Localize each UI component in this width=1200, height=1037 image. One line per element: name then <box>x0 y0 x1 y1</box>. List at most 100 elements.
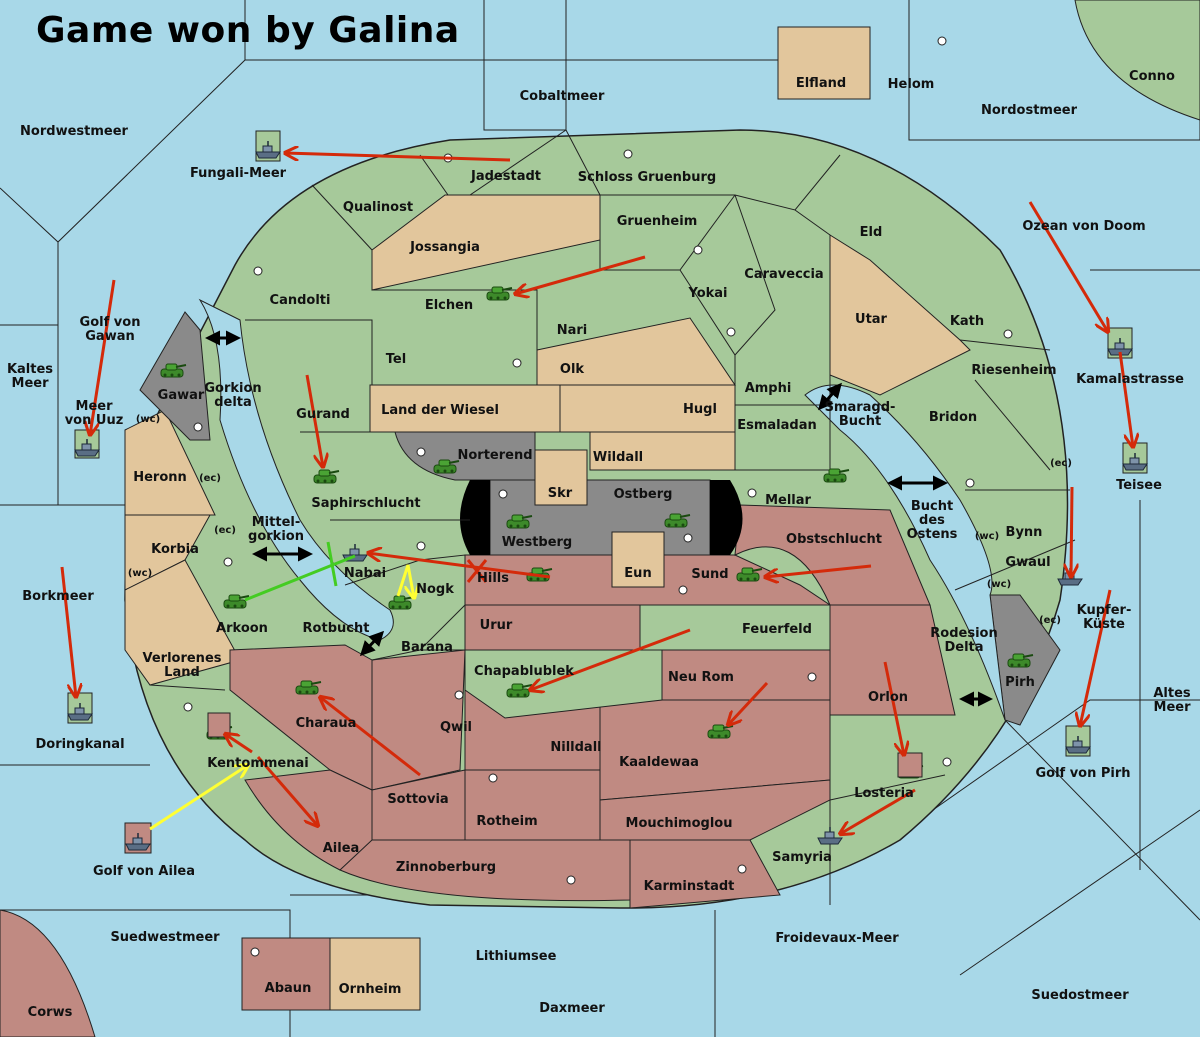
land-corws[interactable]: Corws <box>27 1005 73 1020</box>
land-pirh[interactable]: Pirh <box>1005 675 1035 690</box>
land-gruenheim[interactable]: Gruenheim <box>616 214 698 229</box>
sea-golf-von-ailea[interactable]: Golf von Ailea <box>93 864 195 879</box>
land-arkoon[interactable]: Arkoon <box>216 621 268 636</box>
sea-cobaltmeer[interactable]: Cobaltmeer <box>519 89 605 104</box>
sea-altes-meer[interactable]: Altes Meer <box>1153 686 1191 715</box>
land-chapablublek[interactable]: Chapablublek <box>474 664 574 679</box>
land-hills[interactable]: Hills <box>477 571 509 586</box>
land-eld[interactable]: Eld <box>859 225 883 240</box>
land-candolti[interactable]: Candolti <box>269 293 331 308</box>
land-qwil[interactable]: Qwil <box>440 720 472 735</box>
land-nogk[interactable]: Nogk <box>416 582 454 597</box>
eun-box <box>611 531 665 588</box>
move-orders <box>60 153 1133 834</box>
land-esmaladan[interactable]: Esmaladan <box>737 418 817 433</box>
land-ornheim[interactable]: Ornheim <box>338 982 402 997</box>
skr-box <box>534 449 588 506</box>
sea-kamalastrasse[interactable]: Kamalastrasse <box>1076 372 1184 387</box>
land-mellar[interactable]: Mellar <box>765 493 811 508</box>
sea-nordostmeer[interactable]: Nordostmeer <box>980 103 1078 118</box>
sea-fungali-meer[interactable]: Fungali-Meer <box>189 166 287 181</box>
land-norterend[interactable]: Norterend <box>457 448 533 463</box>
land-wildall[interactable]: Wildall <box>592 450 644 465</box>
land-bridon[interactable]: Bridon <box>928 410 978 425</box>
land-riesenheim[interactable]: Riesenheim <box>971 363 1057 378</box>
land-samyria[interactable]: Samyria <box>772 850 832 865</box>
land-kentommenai[interactable]: Kentommenai <box>207 756 309 771</box>
land-heronn[interactable]: Heronn <box>133 470 187 485</box>
land-jossangia[interactable]: Jossangia <box>410 240 480 255</box>
land-nabai[interactable]: Nabai <box>343 566 387 581</box>
land-karminstadt[interactable]: Karminstadt <box>643 879 735 894</box>
land-nilldall[interactable]: Nilldall <box>550 740 602 755</box>
sea-suedwestmeer[interactable]: Suedwestmeer <box>110 930 220 945</box>
land-abaun[interactable]: Abaun <box>264 981 312 996</box>
land-bynn[interactable]: Bynn <box>1005 525 1043 540</box>
land-barana[interactable]: Barana <box>401 640 453 655</box>
land-sottovia[interactable]: Sottovia <box>387 792 449 807</box>
sea-golf-von-pirh[interactable]: Golf von Pirh <box>1035 766 1131 781</box>
land-jadestadt[interactable]: Jadestadt <box>471 169 541 184</box>
land-zinnoberburg[interactable]: Zinnoberburg <box>395 860 497 875</box>
sea-smaragd-bucht[interactable]: Smaragd- Bucht <box>824 400 896 429</box>
land-kaaldewaa[interactable]: Kaaldewaa <box>619 755 699 770</box>
land-korbia[interactable]: Korbia <box>151 542 199 557</box>
sea-golf-von-gawan[interactable]: Golf von Gawan <box>79 315 141 344</box>
sea-nordwestmeer[interactable]: Nordwestmeer <box>20 124 128 139</box>
land-ostberg[interactable]: Ostberg <box>613 487 673 502</box>
land-land-der-wiesel[interactable]: Land der Wiesel <box>381 403 499 418</box>
cancel-x-2 <box>466 559 488 583</box>
sea-daxmeer[interactable]: Daxmeer <box>539 1001 605 1016</box>
land-mouchimoglou[interactable]: Mouchimoglou <box>625 816 733 831</box>
land-westberg[interactable]: Westberg <box>501 535 573 550</box>
sea-mittelgorkion[interactable]: Mittel- gorkion <box>248 515 304 544</box>
land-losteria[interactable]: Losteria <box>854 786 914 801</box>
land-neu-rom[interactable]: Neu Rom <box>668 670 734 685</box>
land-nari[interactable]: Nari <box>556 323 588 338</box>
sea-meer-von-uuz[interactable]: Meer von Uuz <box>64 399 124 428</box>
land-gwaul[interactable]: Gwaul <box>1005 555 1051 570</box>
sea-froidevaux-meer[interactable]: Froidevaux-Meer <box>775 931 899 946</box>
land-rotheim[interactable]: Rotheim <box>476 814 538 829</box>
land-helom[interactable]: Helom <box>887 77 935 92</box>
land-eun[interactable]: Eun <box>624 566 652 581</box>
sea-teisee[interactable]: Teisee <box>1116 478 1162 493</box>
sea-kupferkueste[interactable]: Kupfer- Küste <box>1076 603 1132 632</box>
sea-suedostmeer[interactable]: Suedostmeer <box>1031 988 1129 1003</box>
land-amphi[interactable]: Amphi <box>744 381 792 396</box>
sea-ozean-von-doom[interactable]: Ozean von Doom <box>1022 219 1146 234</box>
land-qualinost[interactable]: Qualinost <box>342 200 414 215</box>
land-charaua[interactable]: Charaua <box>295 716 357 731</box>
land-skr[interactable]: Skr <box>547 486 573 501</box>
sea-doringkanal[interactable]: Doringkanal <box>35 737 125 752</box>
land-utar[interactable]: Utar <box>855 312 887 327</box>
land-orlon[interactable]: Orlon <box>867 690 909 705</box>
land-saphirschlucht[interactable]: Saphirschlucht <box>311 496 421 511</box>
land-feuerfeld[interactable]: Feuerfeld <box>742 622 812 637</box>
sea-bucht-des-ostens[interactable]: Bucht des Ostens <box>906 499 958 542</box>
land-urur[interactable]: Urur <box>479 618 513 633</box>
land-elfland[interactable]: Elfland <box>795 76 847 91</box>
land-obstschlucht[interactable]: Obstschlucht <box>786 532 882 547</box>
land-schloss-gruenburg[interactable]: Schloss Gruenburg <box>577 170 717 185</box>
sea-lithiumsee[interactable]: Lithiumsee <box>475 949 557 964</box>
land-gurand[interactable]: Gurand <box>296 407 350 422</box>
sea-borkmeer[interactable]: Borkmeer <box>22 589 94 604</box>
sea-gorkion-delta[interactable]: Gorkion delta <box>204 381 262 410</box>
sea-rotbucht[interactable]: Rotbucht <box>302 621 370 636</box>
land-verlorenes-land[interactable]: Verlorenes Land <box>142 651 222 680</box>
land-gawar[interactable]: Gawar <box>157 388 205 403</box>
land-caraveccia[interactable]: Caraveccia <box>744 267 824 282</box>
sea-rodesion-delta[interactable]: Rodesion Delta <box>930 626 998 655</box>
sea-kaltes-meer[interactable]: Kaltes Meer <box>6 362 54 391</box>
land-elchen[interactable]: Elchen <box>424 298 474 313</box>
land-olk[interactable]: Olk <box>559 362 585 377</box>
land-ailea[interactable]: Ailea <box>322 841 360 856</box>
land-yokai[interactable]: Yokai <box>688 286 728 301</box>
land-sund[interactable]: Sund <box>691 567 729 582</box>
land-kath[interactable]: Kath <box>949 314 985 329</box>
land-hugl[interactable]: Hugl <box>683 402 717 417</box>
land-tel[interactable]: Tel <box>385 352 407 367</box>
land-conno[interactable]: Conno <box>1129 69 1175 84</box>
